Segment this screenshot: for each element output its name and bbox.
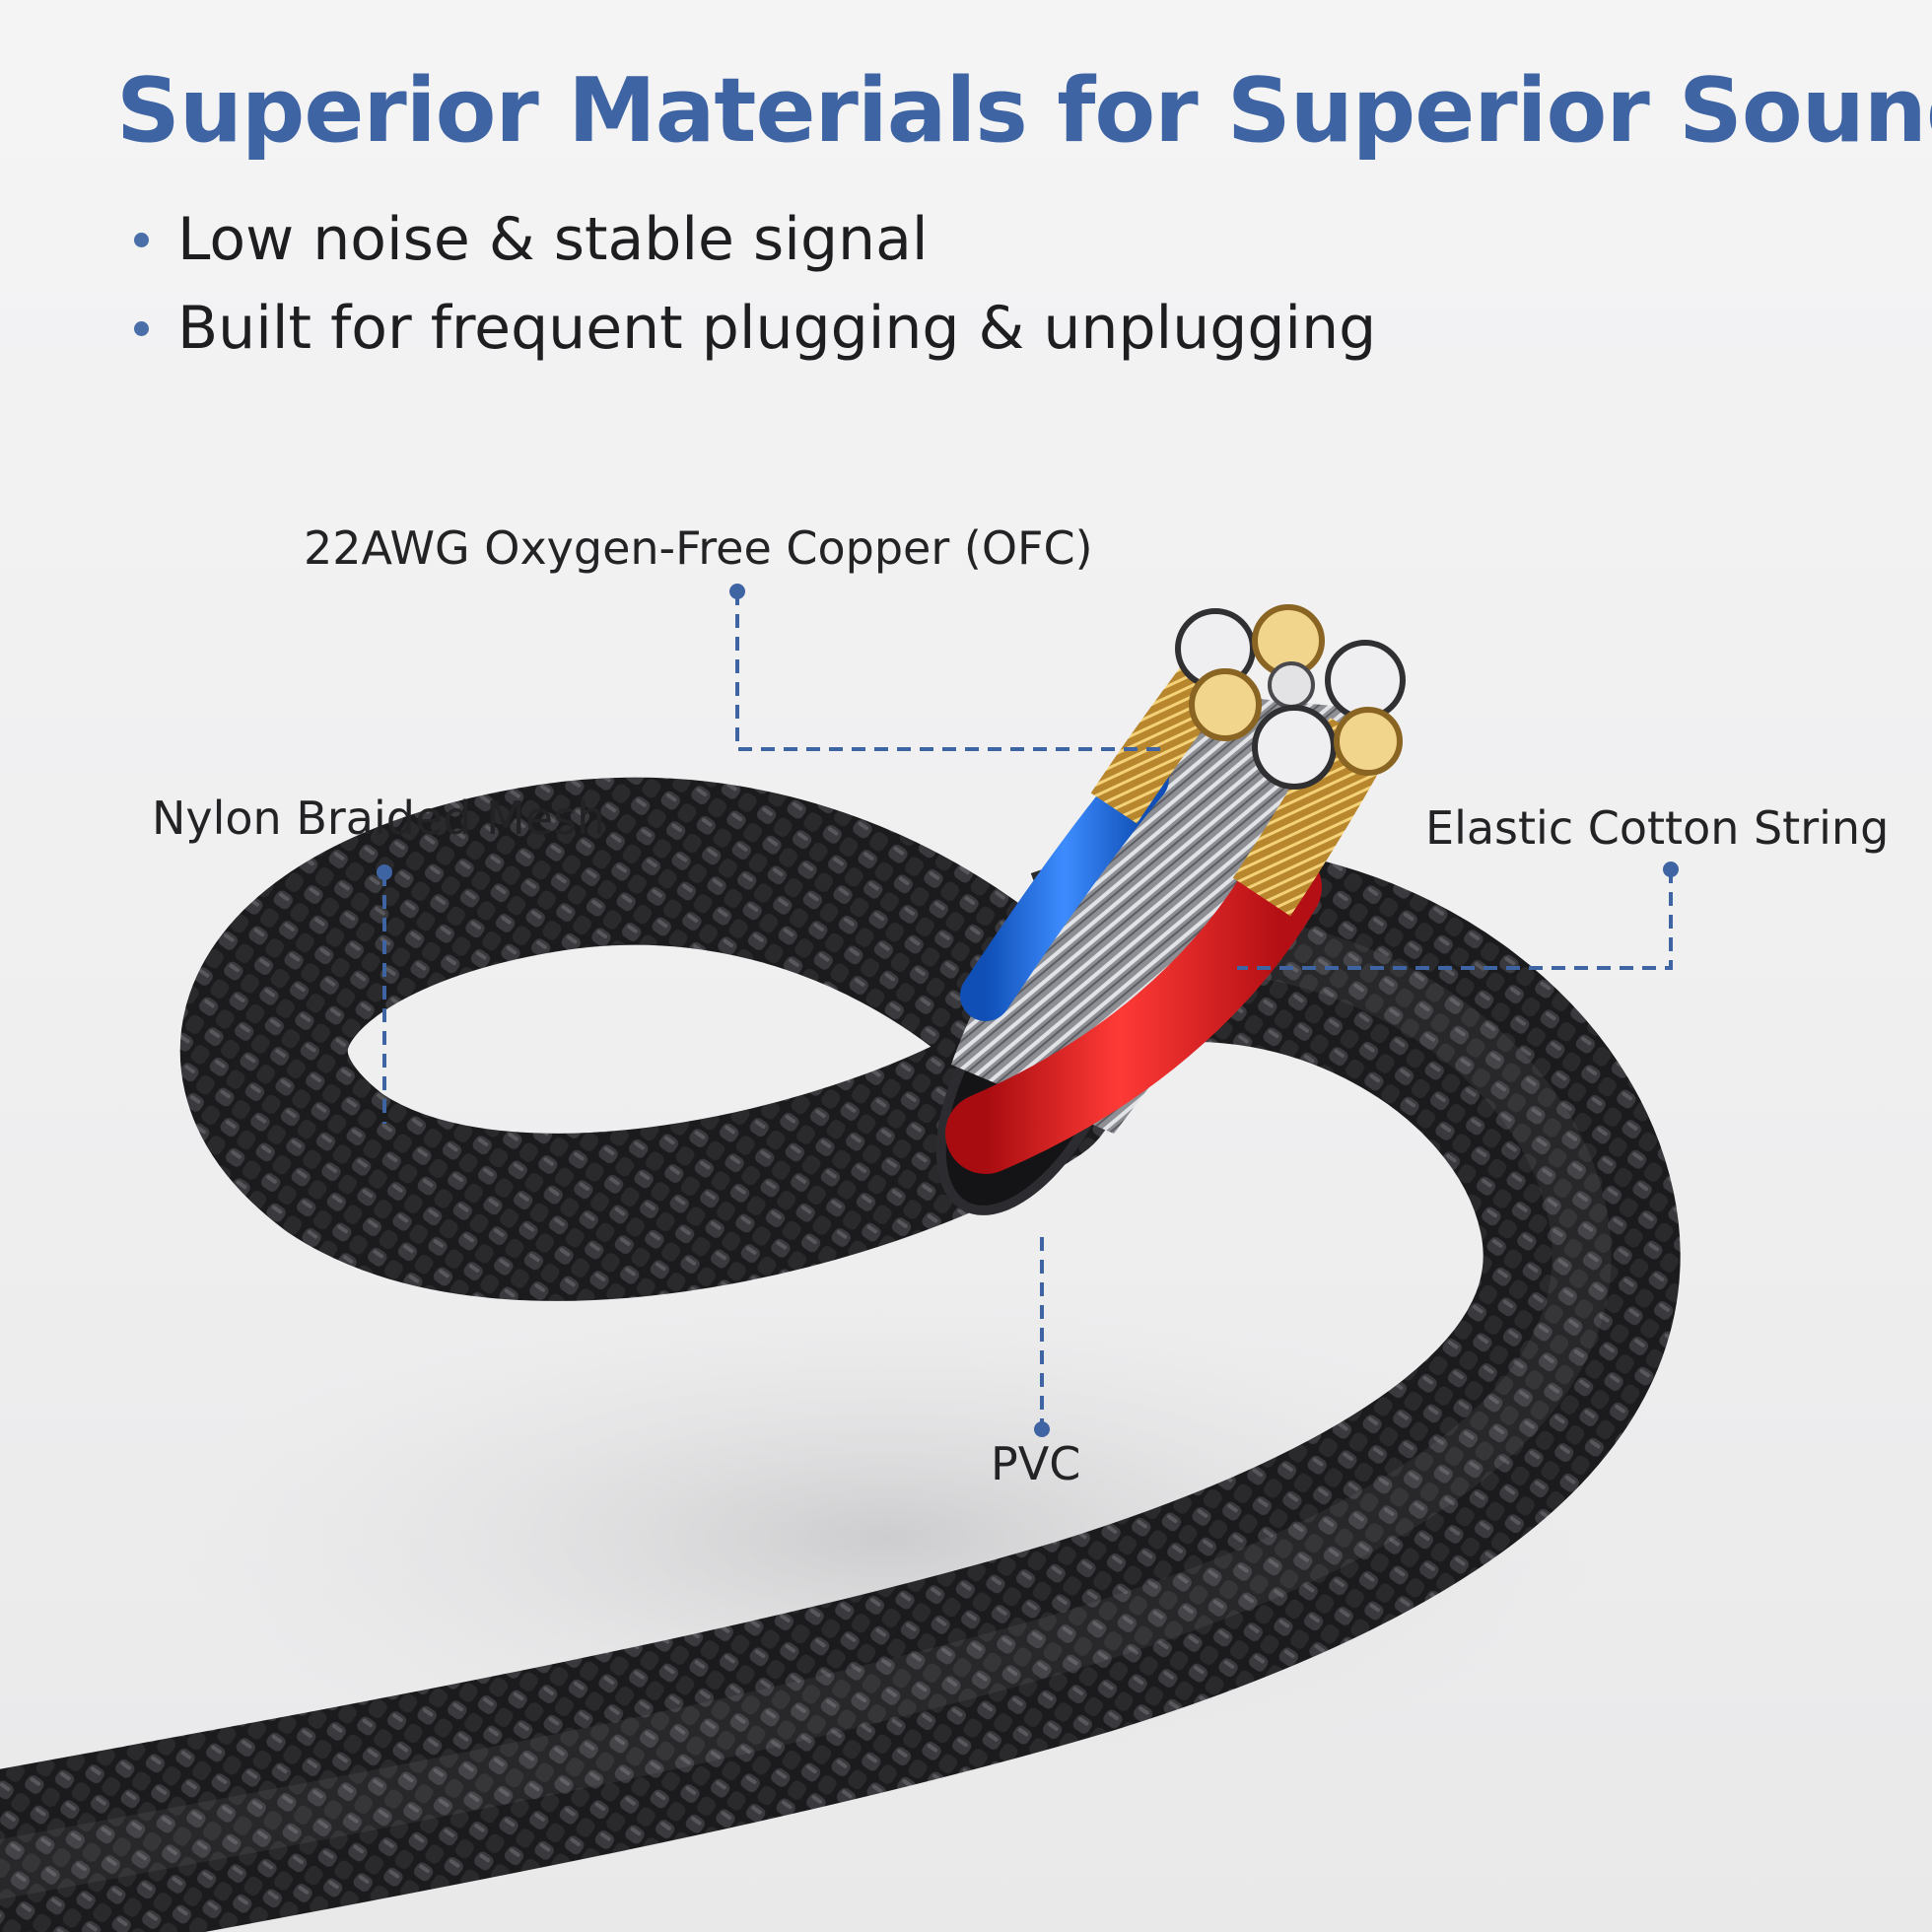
feature-bullet-list: Low noise & stable signal Built for freq…	[134, 195, 1376, 373]
headline: Superior Materials for Superior Sound	[116, 59, 1932, 163]
bullet-low-noise: Low noise & stable signal	[134, 195, 1376, 284]
callout-filler: Elastic Cotton String	[1425, 801, 1890, 855]
cotton-filler-strands	[951, 690, 1375, 1134]
callout-braid: Nylon Braided Mesh	[152, 792, 606, 845]
bullet-durability: Built for frequent plugging & unplugging	[134, 284, 1376, 373]
conductor-end-caps	[1175, 604, 1406, 790]
callout-conductor: 22AWG Oxygen-Free Copper (OFC)	[304, 521, 1093, 575]
braided-cable-loop	[179, 777, 1129, 1301]
braided-cable-back	[0, 845, 1681, 1932]
callout-jacket: PVC	[991, 1437, 1081, 1490]
